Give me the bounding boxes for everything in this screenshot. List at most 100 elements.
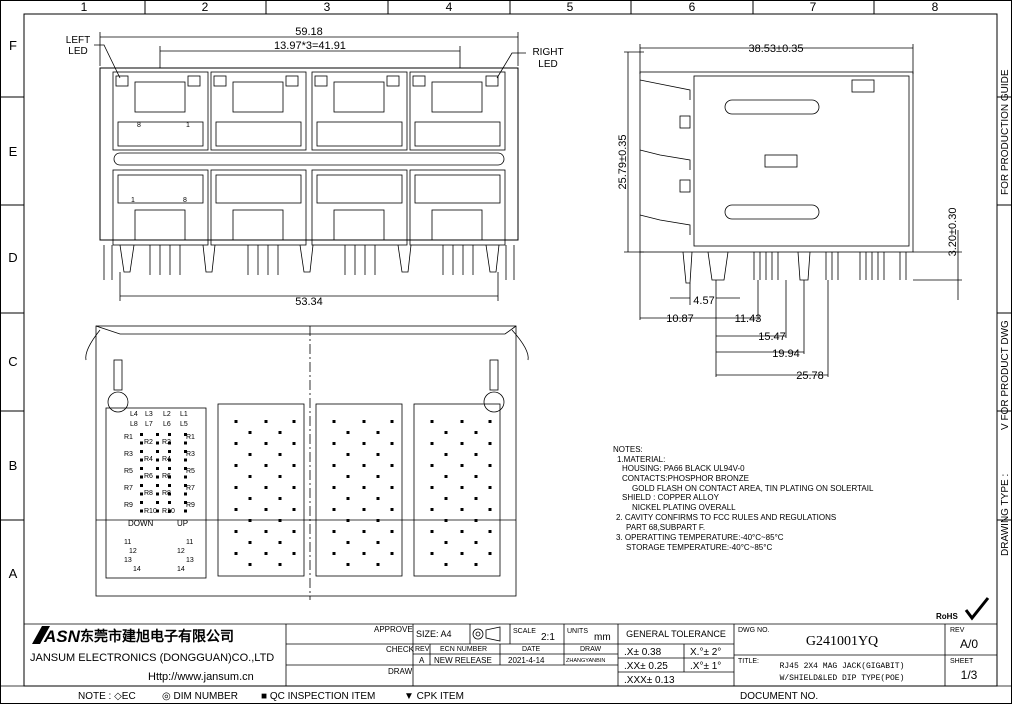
pcb-pad (362, 530, 366, 533)
led-label: L1 (180, 411, 188, 418)
pin-label: 13 (124, 557, 132, 564)
led-label: L8 (130, 421, 138, 428)
pcb-pad-grid (140, 420, 492, 566)
pcb-pad (376, 453, 380, 456)
pcb-pad (376, 475, 380, 478)
pcb-pad (168, 484, 171, 487)
pcb-pad (184, 475, 187, 479)
pcb-pad (362, 442, 366, 445)
pcb-pad (168, 441, 171, 445)
note-qc-item: ■ QC INSPECTION ITEM (261, 691, 375, 702)
pcb-pad (248, 475, 252, 478)
pcb-pad (234, 530, 238, 533)
pcb-pad (184, 458, 187, 462)
pcb-pad (168, 467, 171, 470)
pcb-pad (346, 453, 350, 456)
col-label: 4 (446, 0, 453, 14)
pcb-pad (362, 420, 366, 423)
pcb-pad (264, 552, 268, 555)
tolerance-value: .XXX± 0.13 (624, 675, 675, 686)
document-number-label: DOCUMENT NO. (740, 691, 818, 702)
row-grid-labels: F E D C B A (0, 38, 1012, 581)
title-label: TITLE: (738, 658, 759, 665)
ecn-value-cell: NEW RELEASE (434, 656, 492, 665)
pcb-pad (430, 508, 434, 511)
side-label-product: V FOR PRODUCT DWG (1000, 320, 1011, 430)
pcb-pad (376, 497, 380, 500)
pin-label: 12 (177, 548, 185, 555)
dim-height: 25.79±0.35 (617, 135, 629, 190)
row-label: A (9, 566, 18, 581)
pcb-pad (460, 420, 464, 423)
company-url: Http://www.jansum.cn (148, 671, 254, 683)
date-header: DATE (522, 646, 540, 653)
pcb-pad (430, 442, 434, 445)
pcb-pad (430, 486, 434, 489)
pcb-pad (390, 464, 394, 467)
dim-x: 25.78 (796, 370, 824, 382)
pcb-pad (346, 519, 350, 522)
note-line: 2. CAVITY CONFIRMS TO FCC RULES AND REGU… (616, 513, 836, 522)
pcb-pad (264, 420, 268, 423)
r-label: R3 (186, 451, 195, 458)
pcb-pad (346, 497, 350, 500)
r-label: R7 (124, 485, 133, 492)
pcb-pad (474, 431, 478, 434)
note-line: 1.MATERIAL: (617, 455, 665, 464)
pcb-pad (362, 552, 366, 555)
pcb-pad (430, 530, 434, 533)
led-label: L3 (145, 411, 153, 418)
pin-number: 1 (186, 122, 190, 129)
right-led-label: RIGHT (532, 47, 563, 58)
pcb-pad (248, 541, 252, 544)
pcb-pad (168, 475, 171, 479)
col-label: 2 (202, 0, 209, 14)
pcb-pad (376, 563, 380, 566)
pcb-pad (376, 519, 380, 522)
r-label: R6 (162, 473, 171, 480)
tolerance-value: .X± 0.38 (624, 647, 662, 658)
note-line: GOLD FLASH ON CONTACT AREA, TIN PLATING … (632, 484, 874, 493)
pcb-pad (156, 433, 159, 436)
pcb-pad (184, 492, 187, 496)
r-label: R10 (162, 508, 175, 515)
rohs-label: RoHS (936, 612, 958, 621)
pcb-pad (444, 453, 448, 456)
pcb-pad (488, 530, 492, 533)
pcb-pad (390, 486, 394, 489)
pcb-pad (444, 541, 448, 544)
pcb-pad (460, 486, 464, 489)
pcb-pad (488, 420, 492, 423)
pcb-pad (140, 450, 143, 453)
company-logo: ASN 东莞市建旭电子有限公司 JANSUM ELECTRONICS (DONG… (30, 626, 274, 683)
pin-number: 1 (131, 197, 135, 204)
scale-value: 2:1 (541, 632, 555, 643)
pcb-pad (184, 501, 187, 504)
note-line: STORAGE TEMPERATURE:-40°C~85°C (626, 543, 772, 552)
pcb-pad (332, 486, 336, 489)
pcb-pad (430, 552, 434, 555)
pcb-pad (488, 464, 492, 467)
pcb-pad (264, 464, 268, 467)
draw-label: DRAW (388, 667, 413, 676)
up-label: UP (177, 519, 188, 528)
pcb-pad (460, 464, 464, 467)
pcb-pad (278, 563, 282, 566)
notes-block: NOTES: 1.MATERIAL: HOUSING: PA66 BLACK U… (613, 445, 874, 552)
pcb-pad (390, 508, 394, 511)
right-led-label: LED (538, 59, 557, 70)
pcb-pad (444, 519, 448, 522)
pcb-pad (346, 563, 350, 566)
logo-text: ASN (43, 627, 81, 646)
pcb-pad (264, 486, 268, 489)
units-value: mm (594, 632, 611, 643)
dim-port-pitch: 13.97*3=41.91 (274, 40, 346, 52)
units-label: UNITS (567, 628, 588, 635)
led-label: L5 (180, 421, 188, 428)
pcb-pad (292, 530, 296, 533)
dim-x: 19.94 (772, 348, 800, 360)
projection-icon (472, 626, 501, 642)
pcb-pad (278, 453, 282, 456)
pcb-pad (390, 442, 394, 445)
dim-pin-length: 3.20±0.30 (947, 208, 959, 257)
